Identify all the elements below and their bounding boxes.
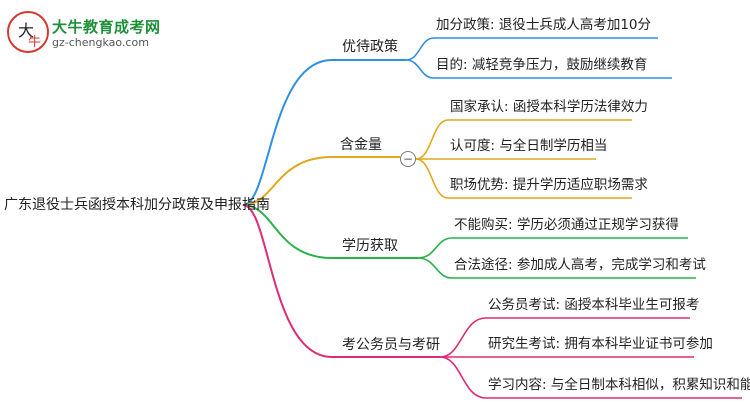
leaf-hanjinliang-1: 国家承认: 函授本科学历法律效力	[450, 99, 648, 115]
leaf-hanjinliang-3: 职场优势: 提升学历适应职场需求	[450, 177, 648, 193]
root-node: 广东退役士兵函授本科加分政策及申报指南	[4, 197, 270, 213]
branch-hanjinliang: 含金量	[340, 137, 382, 153]
leaf-xueli-1: 不能购买: 学历必须通过正规学习获得	[454, 217, 679, 233]
branch-youdai: 优待政策	[342, 39, 398, 55]
logo-mark-icon: 大 牛	[7, 11, 49, 53]
leaf-youdai-2: 目的: 减轻竞争压力，鼓励继续教育	[436, 57, 648, 73]
logo-url: gz-chengkao.com	[52, 36, 149, 49]
svg-text:大: 大	[18, 21, 34, 40]
leaf-kaogong-1: 公务员考试: 函授本科毕业生可报考	[488, 297, 700, 313]
link-root-xueli	[242, 204, 333, 259]
logo-title: 大牛教育成考网	[52, 18, 161, 36]
link-root-hanjinliang	[242, 156, 333, 206]
branch-xueli: 学历获取	[342, 238, 398, 254]
link-root-kaogong	[242, 204, 333, 358]
leaf-kaogong-2: 研究生考试: 拥有本科毕业证书可参加	[488, 336, 713, 352]
svg-text:牛: 牛	[28, 35, 41, 50]
link-root-youdai	[242, 59, 333, 206]
leaf-hanjinliang-2: 认可度: 与全日制学历相当	[450, 138, 608, 154]
collapse-toggle-icon[interactable]: −	[400, 151, 416, 167]
site-logo: 大 牛 大牛教育成考网 gz-chengkao.com	[6, 10, 181, 54]
leaf-youdai-1: 加分政策: 退役士兵成人高考加10分	[436, 17, 652, 33]
leaf-kaogong-3: 学习内容: 与全日制本科相似，积累知识和能力	[488, 377, 750, 393]
leaf-xueli-2: 合法途径: 参加成人高考，完成学习和考试	[454, 257, 706, 273]
branch-kaogong: 考公务员与考研	[342, 337, 440, 353]
